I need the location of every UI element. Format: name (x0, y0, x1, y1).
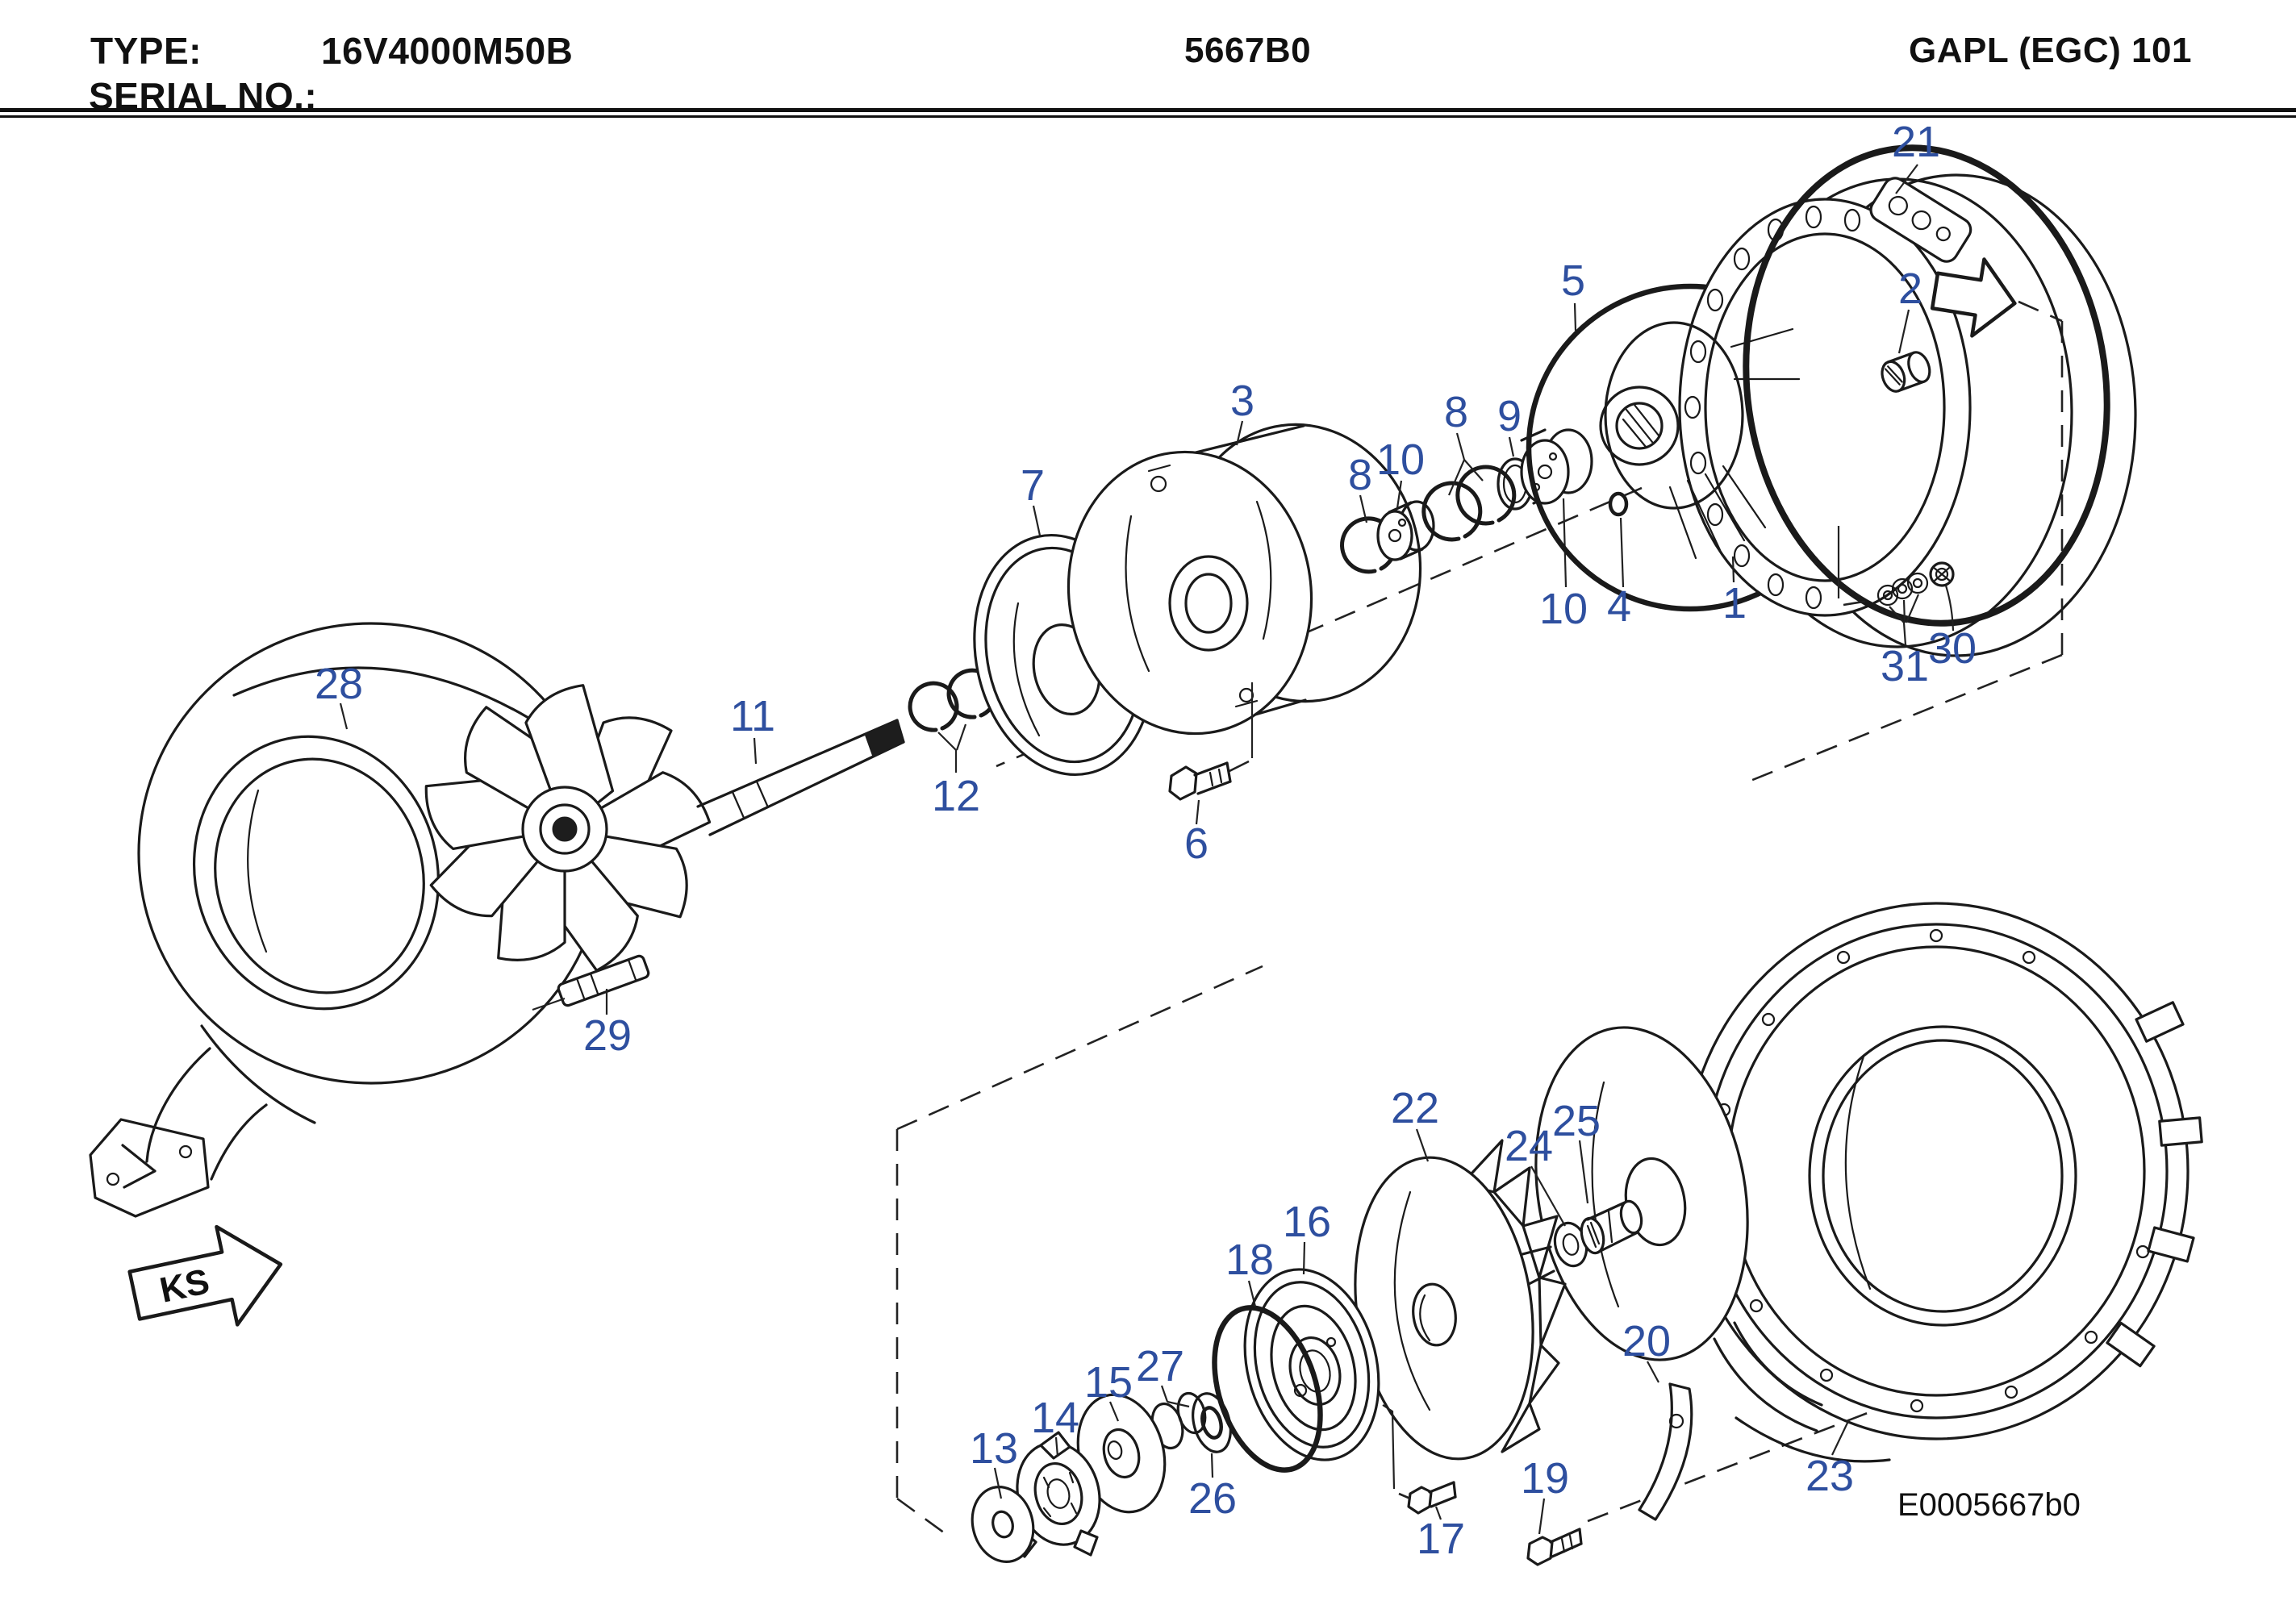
part-label-24: 24 (1505, 1122, 1553, 1170)
part-label-15: 15 (1084, 1358, 1133, 1407)
type-value: 16V4000M50B (321, 30, 574, 72)
header-rule-top (0, 108, 2296, 112)
header-rule-bottom (0, 115, 2296, 118)
part-label-19: 19 (1521, 1454, 1569, 1503)
part-label-1: 1 (1722, 579, 1747, 627)
turbine-wheel-shaft-11 (424, 684, 905, 972)
ks-direction-arrow: KS (127, 1224, 283, 1327)
washer-13 (971, 1467, 1035, 1563)
doc-code: 5667B0 (1184, 31, 1312, 70)
part-label-14: 14 (1031, 1394, 1079, 1442)
oring-4 (1608, 491, 1629, 588)
cover-drum-3 (1067, 420, 1422, 773)
part-label-22: 22 (1391, 1084, 1439, 1132)
fitting-25 (1578, 1140, 1643, 1255)
part-label-11: 11 (730, 692, 775, 740)
direction-arrow (1930, 257, 2017, 338)
bolt-6 (1168, 761, 1232, 825)
part-label-31: 31 (1881, 642, 1929, 690)
group-code: GAPL (EGC) 101 (1909, 31, 2192, 70)
part-label-20: 20 (1622, 1317, 1671, 1365)
part-label-13: 13 (970, 1424, 1018, 1473)
part-label-7: 7 (1021, 461, 1045, 510)
part-label-25: 25 (1552, 1097, 1601, 1145)
part-label-6: 6 (1184, 819, 1209, 868)
nut-30 (1929, 561, 1955, 632)
oring-21 (1743, 144, 2110, 627)
part-label-8: 8 (1444, 388, 1468, 436)
part-label-16: 16 (1283, 1198, 1331, 1246)
part-label-26: 26 (1188, 1474, 1237, 1523)
plug-2 (1881, 309, 1931, 393)
clamp-bracket-20 (1638, 1361, 1693, 1521)
part-label-28: 28 (315, 660, 363, 708)
type-label: TYPE: (90, 30, 202, 72)
part-label-9: 9 (1497, 392, 1522, 440)
bearing-carrier-14 (1008, 1431, 1101, 1558)
part-label-10: 10 (1539, 585, 1588, 633)
bolt-17 (1382, 1404, 1457, 1520)
part-label-5: 5 (1561, 256, 1585, 305)
washers-31 (1837, 526, 1929, 646)
part-label-23: 23 (1805, 1452, 1854, 1500)
part-label-18: 18 (1225, 1236, 1274, 1284)
stud-29 (532, 954, 650, 1015)
part-label-3: 3 (1230, 377, 1254, 425)
part-label-8: 8 (1348, 451, 1372, 499)
part-label-12: 12 (932, 772, 980, 820)
construction-dashed-lines (895, 300, 2064, 1539)
part-label-2: 2 (1898, 265, 1922, 313)
part-label-10: 10 (1376, 436, 1425, 484)
figure-id: E0005667b0 (1897, 1487, 2081, 1523)
part-label-17: 17 (1417, 1515, 1465, 1563)
part-label-27: 27 (1136, 1342, 1184, 1390)
bolt-19 (1526, 1498, 1583, 1566)
part-label-29: 29 (583, 1011, 632, 1060)
part-label-4: 4 (1607, 582, 1631, 631)
circlip-pair-8 (1421, 432, 1517, 542)
part-label-21: 21 (1892, 118, 1940, 166)
turbine-housing-28 (89, 622, 605, 1218)
bearing-bush-10-small (1376, 480, 1435, 561)
part-label-30: 30 (1928, 624, 1977, 673)
